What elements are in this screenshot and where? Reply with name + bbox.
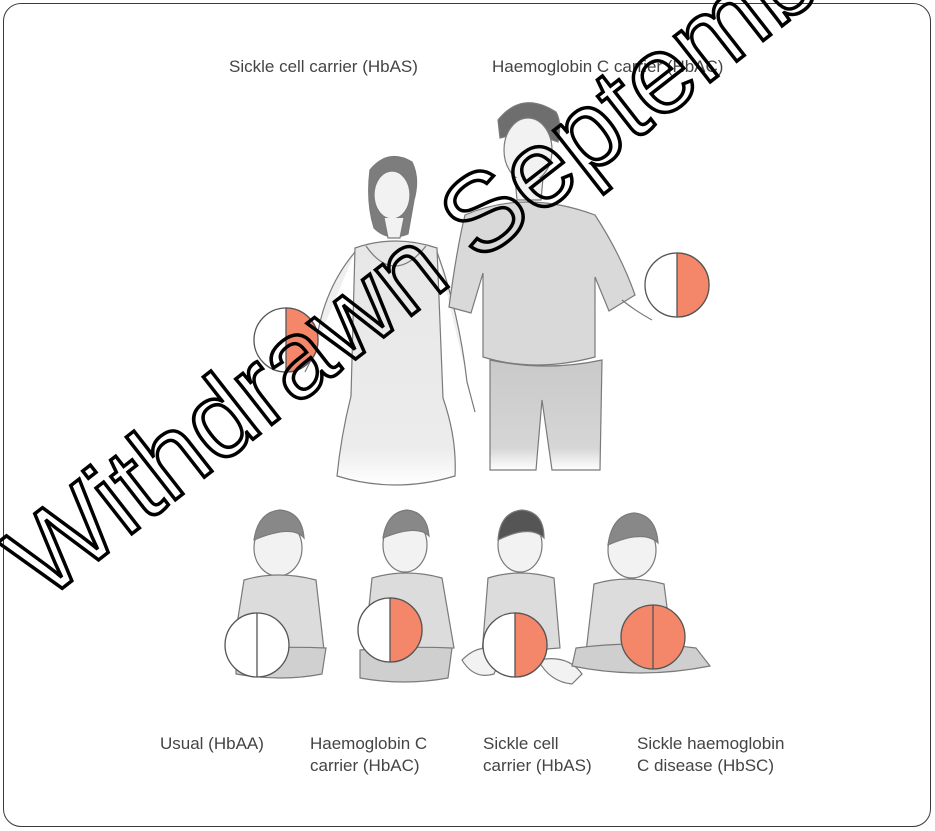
child-label-4-line-1: Sickle haemoglobin [637, 733, 784, 755]
child-label-3-line-1: Sickle cell [483, 733, 592, 755]
child-label-2: Haemoglobin C carrier (HbAC) [310, 733, 427, 777]
child-ball-4 [621, 605, 685, 669]
child-ball-2 [358, 598, 422, 662]
child-label-4-line-2: C disease (HbSC) [637, 755, 784, 777]
mother-ball [254, 308, 318, 372]
father-ball [645, 253, 709, 317]
child-label-1: Usual (HbAA) [160, 733, 264, 755]
child-ball-3 [483, 613, 547, 677]
child-label-3-line-2: carrier (HbAS) [483, 755, 592, 777]
father-figure [449, 103, 652, 470]
mother-label: Sickle cell carrier (HbAS) [229, 56, 418, 78]
mother-figure [305, 157, 475, 485]
child-label-2-line-1: Haemoglobin C [310, 733, 427, 755]
child-label-2-line-2: carrier (HbAC) [310, 755, 427, 777]
child-label-3: Sickle cell carrier (HbAS) [483, 733, 592, 777]
father-label: Haemoglobin C carrier (HbAC) [492, 56, 723, 78]
child-label-1-line-1: Usual (HbAA) [160, 733, 264, 755]
child-ball-1 [225, 613, 289, 677]
child-label-4: Sickle haemoglobin C disease (HbSC) [637, 733, 784, 777]
